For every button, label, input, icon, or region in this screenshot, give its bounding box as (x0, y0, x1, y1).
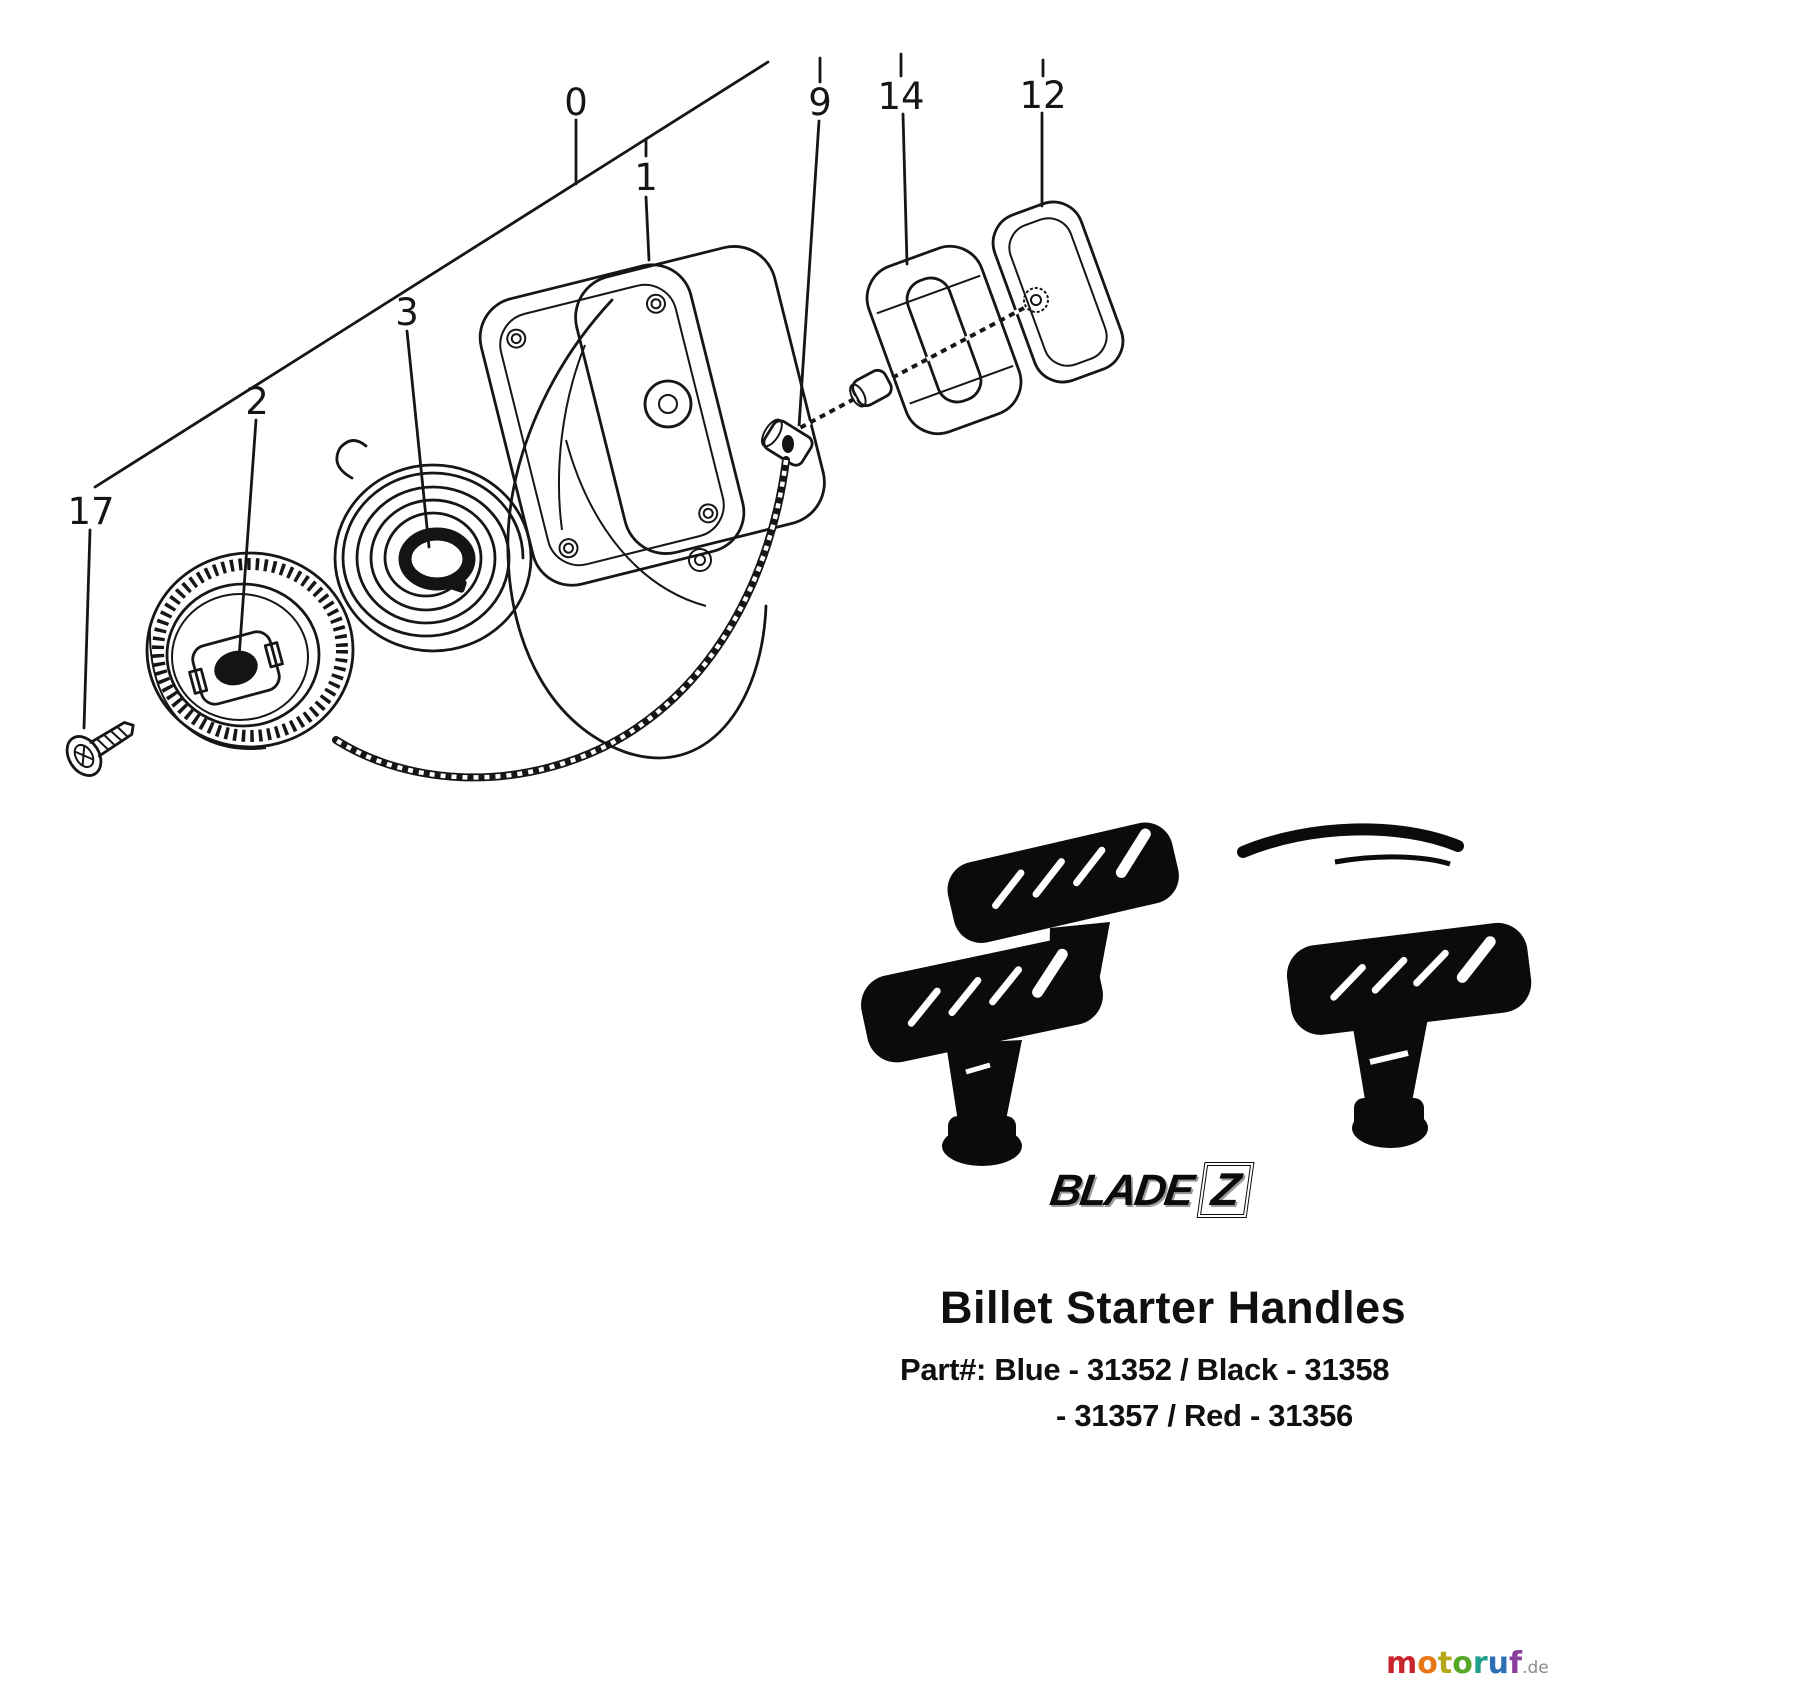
starter-housing (506, 245, 826, 760)
callout-12: 12 (1019, 74, 1066, 117)
recoil-spring (333, 439, 533, 653)
callout-labels: 0 1 2 3 9 14 12 17 (67, 74, 1066, 533)
watermark-letter: f (1509, 1646, 1523, 1681)
handle-edge-arc (1237, 823, 1464, 858)
callout-1: 1 (634, 156, 658, 199)
watermark-letter: r (1472, 1646, 1488, 1681)
promo-handle-left (861, 937, 1103, 1166)
rope-knot-center (1030, 294, 1042, 306)
promo-part-numbers-line1: Part#: Blue - 31352 / Black - 31358 (900, 1352, 1390, 1387)
leader-9-lower (797, 119, 821, 429)
leader-1-lower (644, 195, 651, 262)
promo-handle-right (1286, 922, 1532, 1148)
leader-14-lower (901, 112, 909, 266)
watermark-letter: t (1437, 1646, 1453, 1681)
phillips-cross (75, 745, 94, 766)
watermark-letter: o (1452, 1646, 1473, 1681)
watermark-letter: m (1386, 1646, 1418, 1681)
callout-14: 14 (877, 75, 924, 118)
leader-2 (236, 418, 258, 674)
callout-2: 2 (245, 380, 269, 423)
handle-edge-arc-2 (1334, 854, 1451, 867)
rope-knot (1023, 287, 1049, 313)
pulley-rope-coil (152, 558, 348, 742)
starter-rope (332, 306, 1026, 782)
starter-pulley (145, 551, 355, 750)
leader-17 (82, 528, 92, 730)
motoruf-watermark: motoruf.de (1386, 1646, 1586, 1681)
watermark-letter: u (1487, 1646, 1510, 1681)
pulley-hub (188, 630, 284, 706)
handle-end-cap (991, 200, 1125, 384)
leader-3 (405, 329, 431, 549)
rope-spindle (849, 368, 893, 408)
watermark-suffix: .de (1522, 1658, 1549, 1678)
callout-0: 0 (564, 81, 588, 124)
callout-17: 17 (67, 490, 114, 533)
callout-lines (82, 52, 1045, 730)
bladez-logo-z: Z (1196, 1162, 1255, 1218)
promo-title: Billet Starter Handles (940, 1282, 1407, 1333)
callout-3: 3 (395, 291, 419, 334)
callout-9: 9 (808, 81, 832, 124)
screw (65, 721, 135, 777)
promo-handles-image (861, 822, 1532, 1166)
promo-part-numbers-line2: - 31357 / Red - 31356 (1056, 1398, 1353, 1433)
watermark-letter: o (1417, 1646, 1438, 1681)
spring-hook (335, 439, 368, 480)
assembly-gather-line (93, 60, 770, 489)
bladez-logo-text: BLADE (1047, 1166, 1196, 1215)
rope-anchor (760, 418, 814, 467)
starter-handle (865, 244, 1023, 436)
